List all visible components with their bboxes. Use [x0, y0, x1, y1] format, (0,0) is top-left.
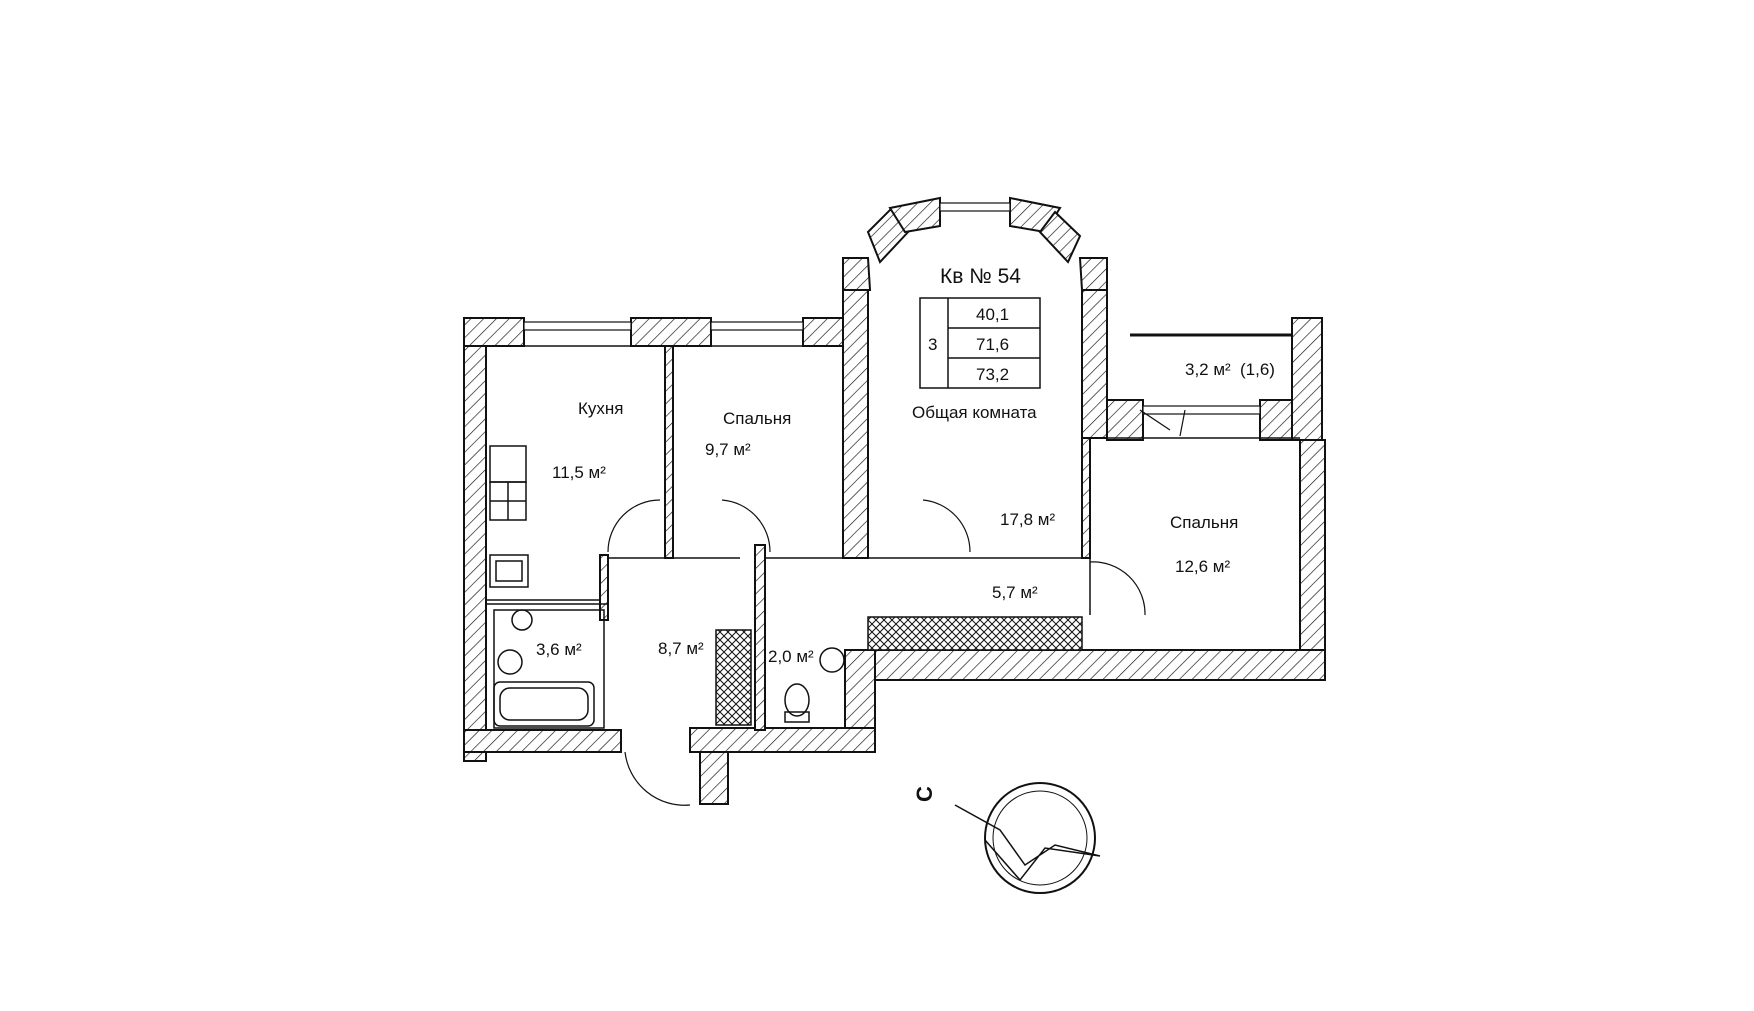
bedroom-small-name: Спальня: [723, 409, 791, 428]
compass-needle: [954, 804, 1101, 882]
apartment-summary: Кв № 54 3 40,1 71,6 73,2: [919, 265, 1041, 389]
bedroom-small-area: 9,7 м²: [705, 440, 751, 459]
compass: С: [912, 782, 1101, 894]
rooms-count: 3: [928, 335, 937, 354]
windows: [523, 202, 1292, 415]
bedroom-large-area: 12,6 м²: [1175, 557, 1230, 576]
kitchen-area: 11,5 м²: [552, 463, 606, 482]
apartment-title: Кв № 54: [940, 265, 1021, 288]
wc-area: 2,0 м²: [768, 647, 814, 666]
kitchen-fixtures: [489, 445, 529, 588]
balcony-area: 3,2 м²: [1185, 360, 1231, 379]
hall-area: 8,7 м²: [658, 639, 704, 658]
bathroom-fixtures: [493, 609, 605, 729]
living-area: 40,1: [976, 305, 1009, 324]
bathroom-area: 3,6 м²: [536, 640, 582, 659]
total-area-with-balcony: 73,2: [976, 365, 1009, 384]
compass-north-label: С: [912, 786, 937, 802]
corridor-area: 5,7 м²: [992, 583, 1038, 602]
bedroom-large-name: Спальня: [1170, 513, 1238, 532]
kitchen-name: Кухня: [578, 399, 624, 418]
living-room-area: 17,8 м²: [1000, 510, 1055, 529]
wc-fixtures: [784, 647, 845, 723]
total-area: 71,6: [976, 335, 1009, 354]
wardrobes: [715, 616, 1083, 726]
outer-walls: [463, 196, 1326, 805]
compass-outer-ring: [984, 782, 1096, 894]
room-labels: Кухня 11,5 м² Спальня 9,7 м² Общая комна…: [536, 360, 1275, 666]
interior-lines: [486, 290, 1300, 615]
compass-inner-ring: [992, 790, 1088, 886]
doors: [607, 409, 1186, 806]
living-room-name: Общая комната: [912, 403, 1037, 422]
balcony-reduced-area: (1,6): [1240, 360, 1275, 379]
